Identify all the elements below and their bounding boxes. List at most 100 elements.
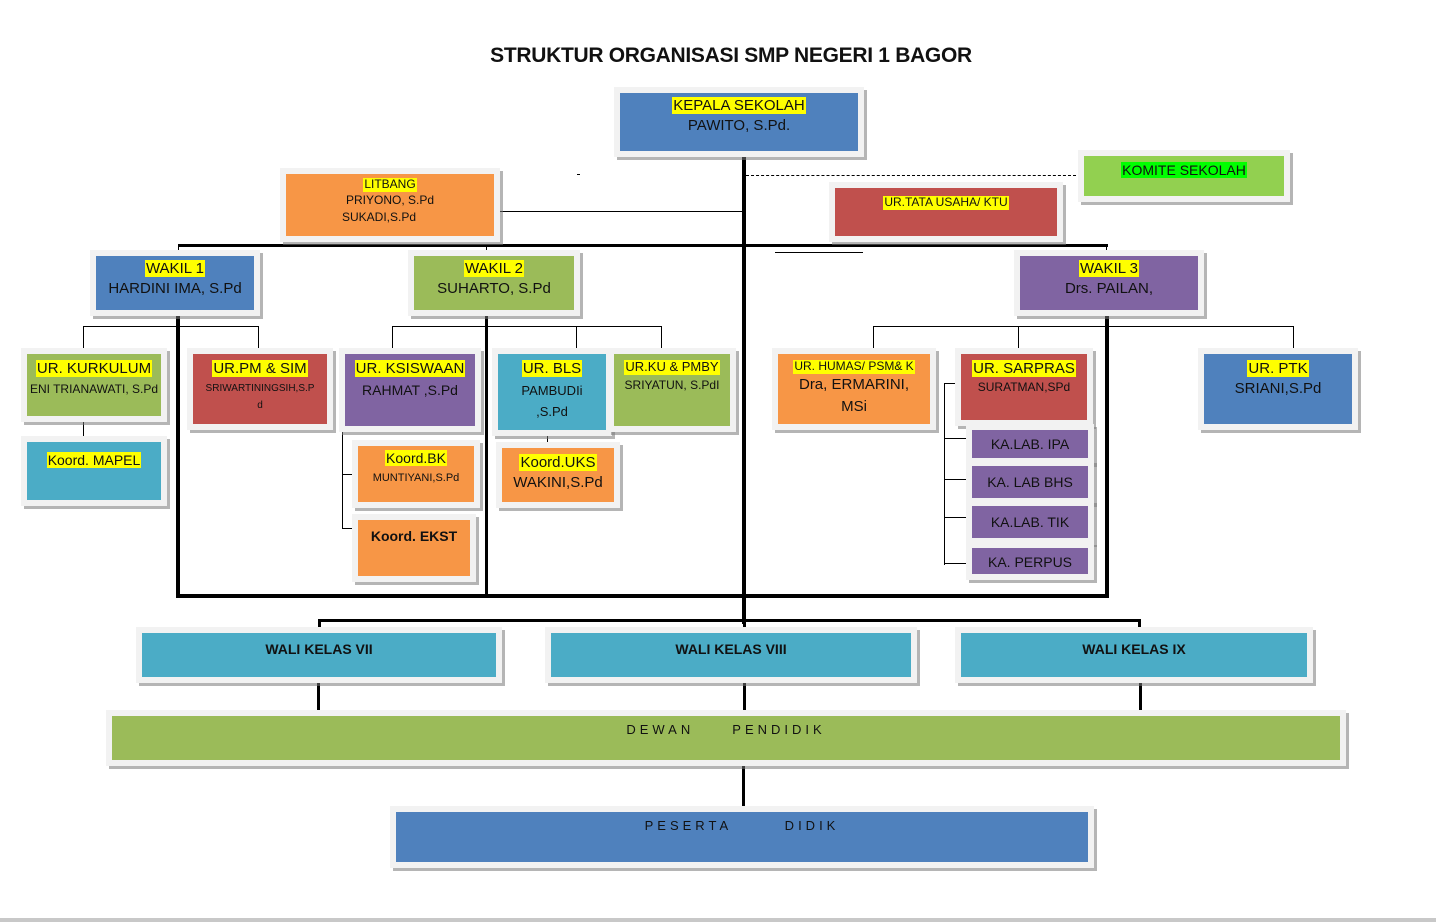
role-label: KA.LAB. IPA	[990, 436, 1070, 452]
person-name: ENI TRIANAWATI, S.Pd	[29, 382, 159, 397]
node-ur-pm-sim[interactable]: UR.PM & SIM SRIWARTININGSIH,S.Pd	[187, 348, 333, 430]
node-wakil-1[interactable]: WAKIL 1 HARDINI IMA, S.Pd	[90, 250, 260, 316]
connector-wakil3-trunk	[1105, 314, 1109, 596]
connector-ku-drop	[661, 326, 662, 350]
role-label: Koord. EKST	[370, 528, 458, 544]
connector-enclosure-bottom	[176, 594, 1109, 598]
connector-bls-drop	[576, 326, 577, 350]
person-name: HARDINI IMA, S.Pd	[108, 280, 242, 298]
connector-humas-drop	[873, 326, 874, 350]
connector-perpus	[944, 563, 972, 564]
person-name: SUKADI,S.Pd	[341, 209, 417, 224]
connector-kesiswaan-drop	[392, 326, 393, 350]
person-name: Drs. PAILAN,	[1064, 280, 1154, 298]
person-name: SURATMAN,SPd	[977, 380, 1071, 395]
role-label: UR. KSISWAAN	[354, 360, 466, 378]
page-bottom-border	[0, 918, 1436, 922]
role-label: LITBANG	[363, 177, 417, 192]
person-name: ,S.Pd	[536, 404, 568, 420]
role-label: UR.KU & PMBY	[624, 359, 720, 375]
role-label: KOMITE SEKOLAH	[1121, 162, 1247, 179]
person-name: RAHMAT ,S.Pd	[362, 382, 458, 399]
node-koord-ekst[interactable]: Koord. EKST	[352, 514, 476, 582]
person-name: SRIWARTININGSIH,S.Pd	[205, 383, 315, 412]
node-ur-bls[interactable]: UR. BLS PAMBUDIi ,S.Pd	[492, 348, 612, 436]
connector-ptk-drop	[1293, 326, 1294, 350]
connector-uks-drop	[547, 428, 548, 446]
node-wali-kelas-ix[interactable]: WALI KELAS IX	[955, 627, 1313, 683]
person-name: Dra, ERMARINI,	[798, 375, 909, 393]
role-label: UR. KURKULUM	[35, 360, 153, 378]
node-komite-sekolah[interactable]: KOMITE SEKOLAH	[1078, 150, 1290, 202]
node-ur-sarpras[interactable]: UR. SARPRAS SURATMAN,SPd	[955, 348, 1093, 426]
node-ur-ptk[interactable]: UR. PTK SRIANI,S.Pd	[1198, 348, 1358, 430]
connector-bk	[342, 474, 356, 475]
role-label: KA. PERPUS	[987, 554, 1073, 570]
connector-kurikulum-drop	[83, 326, 84, 350]
node-koord-mapel[interactable]: Koord. MAPEL	[21, 436, 167, 506]
role-label: UR. PTK	[1247, 360, 1309, 378]
connector-wali7-dewan	[317, 680, 320, 712]
person-name: PAMBUDIi	[521, 383, 583, 399]
role-label: UR. SARPRAS	[972, 360, 1076, 378]
connector-wali8-dewan	[743, 680, 746, 712]
connector-trunk	[742, 154, 746, 624]
role-label: KEPALA SEKOLAH	[672, 97, 806, 115]
node-tata-usaha[interactable]: UR.TATA USAHA/ KTU	[829, 182, 1063, 242]
node-ka-lab-bhs[interactable]: KA. LAB BHS	[966, 460, 1094, 504]
role-label: UR. BLS	[521, 360, 583, 378]
role-label: KA.LAB. TIK	[990, 514, 1070, 530]
connector-sarpras-top	[944, 383, 960, 384]
node-dewan-pendidik[interactable]: DEWAN PENDIDIK	[106, 710, 1346, 766]
node-koord-bk[interactable]: Koord.BK MUNTIYANI,S.Pd	[352, 440, 480, 508]
node-wakil-2[interactable]: WAKIL 2 SUHARTO, S.Pd	[408, 250, 580, 316]
connector-sarpras-drop	[1018, 326, 1019, 350]
role-label: UR.TATA USAHA/ KTU	[883, 195, 1009, 210]
node-wali-kelas-vii[interactable]: WALI KELAS VII	[136, 627, 502, 683]
connector-wakil-bar	[178, 244, 1108, 247]
person-name: MSi	[841, 398, 867, 416]
role-label: Koord.UKS	[519, 454, 597, 472]
chart-title: STRUKTUR ORGANISASI SMP NEGERI 1 BAGOR	[490, 44, 972, 67]
role-label: WALI KELAS VII	[265, 641, 373, 657]
node-wali-kelas-viii[interactable]: WALI KELAS VIII	[545, 627, 917, 683]
person-name: PAWITO, S.Pd.	[687, 117, 791, 135]
connector-tick	[577, 174, 580, 175]
role-label: KA. LAB BHS	[987, 474, 1073, 490]
connector-mapel-drop	[83, 418, 84, 438]
person-name: PRIYONO, S.Pd	[345, 192, 435, 207]
connector-kesiswaan-side	[342, 410, 343, 528]
role-label: PESERTA DIDIK	[644, 818, 840, 833]
connector-litbang	[500, 211, 742, 212]
node-ur-ku-pmby[interactable]: UR.KU & PMBY SRIYATUN, S.PdI	[608, 348, 736, 432]
connector-lab-bhs	[944, 479, 972, 480]
connector-ekst	[342, 528, 356, 529]
role-label: WALI KELAS IX	[1082, 641, 1186, 657]
connector-wakil-bar-under	[775, 252, 863, 253]
node-wakil-3[interactable]: WAKIL 3 Drs. PAILAN,	[1014, 250, 1204, 316]
connector-wakil3-branch	[873, 326, 1293, 327]
node-peserta-didik[interactable]: PESERTA DIDIK	[390, 806, 1094, 868]
node-litbang[interactable]: LITBANG PRIYONO, S.Pd SUKADI,S.Pd	[280, 168, 500, 242]
node-kepala-sekolah[interactable]: KEPALA SEKOLAH PAWITO, S.Pd.	[614, 87, 864, 157]
node-ka-perpus[interactable]: KA. PERPUS	[966, 542, 1094, 580]
connector-wali7-drop	[318, 619, 321, 633]
connector-wali-bar	[318, 619, 1141, 622]
node-ka-lab-ipa[interactable]: KA.LAB. IPA	[966, 424, 1094, 464]
role-label: DEWAN PENDIDIK	[626, 722, 826, 737]
connector-wakil2-branch	[392, 326, 662, 327]
node-ur-kurikulum[interactable]: UR. KURKULUM ENI TRIANAWATI, S.Pd	[21, 348, 167, 422]
role-label: WAKIL 1	[144, 260, 206, 278]
connector-wali8-drop	[743, 619, 746, 633]
role-label: WAKIL 3	[1078, 260, 1140, 278]
connector-wali9-drop	[1138, 619, 1141, 633]
connector-wakil2-trunk	[485, 314, 488, 596]
node-ur-kesiswaan[interactable]: UR. KSISWAAN RAHMAT ,S.Pd	[339, 348, 481, 432]
connector-wali9-dewan	[1139, 680, 1142, 712]
node-koord-uks[interactable]: Koord.UKS WAKINI,S.Pd	[496, 442, 620, 508]
node-ka-lab-tik[interactable]: KA.LAB. TIK	[966, 500, 1094, 544]
node-ur-humas[interactable]: UR. HUMAS/ PSM& K Dra, ERMARINI, MSi	[772, 348, 936, 430]
role-label: Koord.BK	[385, 450, 447, 467]
person-name: SUHARTO, S.Pd	[437, 280, 551, 298]
role-label: WALI KELAS VIII	[675, 641, 787, 657]
